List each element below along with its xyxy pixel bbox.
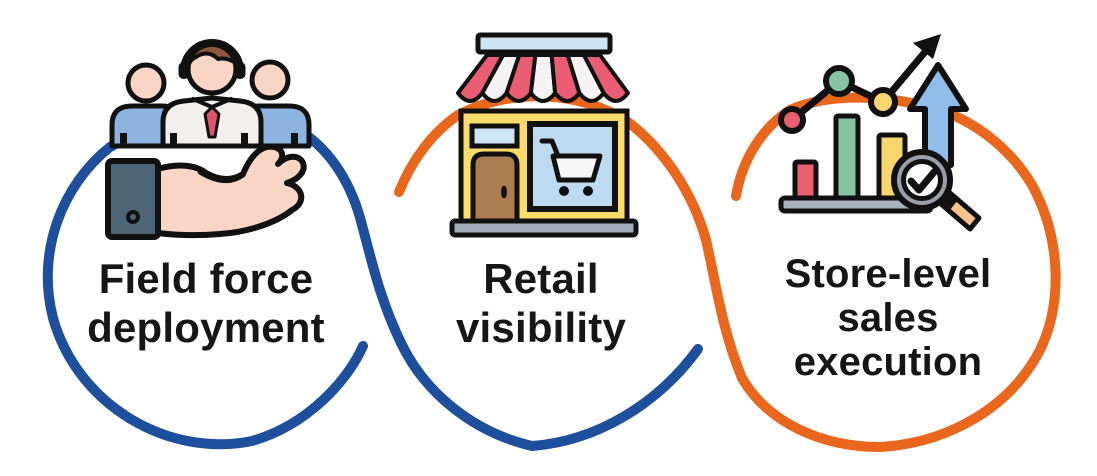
headset-earcup-left (178, 62, 190, 79)
headset-earcup-right (234, 62, 246, 79)
palm-crease (197, 169, 246, 184)
tie (203, 105, 221, 139)
body-notches (120, 133, 298, 146)
data-dot-green (823, 65, 855, 97)
store-small-window (469, 123, 520, 149)
team-on-hand-icon (105, 39, 312, 240)
shopping-cart-icon (539, 138, 603, 196)
left-person-head (125, 62, 167, 104)
store-base (449, 218, 639, 238)
magnifier-handle-joint (941, 193, 958, 211)
store-sign (475, 32, 613, 55)
panel-label-retail-visibility: Retail visibility (455, 255, 627, 351)
trend-arrowhead (913, 34, 941, 59)
storefront-icon (449, 32, 639, 238)
cuff-button-center (130, 214, 136, 220)
magnifier-check-icon (891, 149, 982, 232)
open-palm (155, 143, 307, 239)
store-awning (456, 53, 630, 103)
panel-label-field-force-deployment: Field force deployment (87, 255, 325, 351)
data-dot-yellow (868, 87, 898, 117)
panel-label-store-level-sales-execution: Store-level sales execution (784, 252, 992, 384)
bar-green (833, 113, 861, 201)
bar-red (792, 159, 819, 201)
team-members (109, 39, 312, 149)
right-person-head (249, 59, 291, 101)
sleeve-cuff (105, 158, 161, 240)
center-person-hair (186, 43, 238, 71)
data-dot-red (778, 106, 806, 134)
supporting-hand (105, 143, 307, 240)
door-keyhole (501, 185, 507, 199)
sales-chart-magnifier-icon (778, 34, 982, 232)
store-door (470, 151, 520, 226)
trend-arrow-line (788, 48, 929, 124)
checkmark-icon (907, 167, 939, 194)
collar-lines (191, 97, 233, 109)
